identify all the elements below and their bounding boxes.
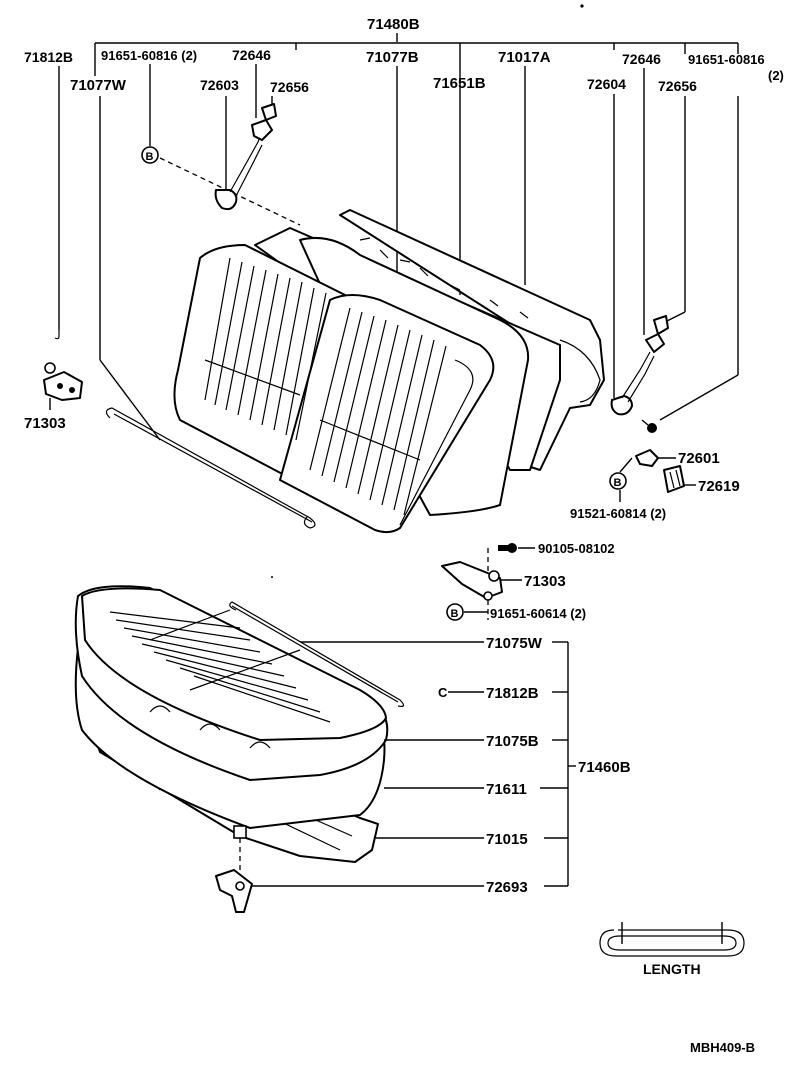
seat-back-assembly: [173, 209, 605, 534]
diagram-code: MBH409-B: [690, 1040, 755, 1055]
svg-text:B: B: [614, 477, 622, 489]
length-wire-icon: [599, 922, 745, 957]
label-91521-60814: 91521-60814 (2): [570, 506, 666, 521]
bracket-72693: [215, 869, 253, 913]
label-71077w: 71077W: [70, 77, 127, 94]
top-leaders: [58, 43, 739, 441]
marker-b-91521: B: [609, 472, 627, 490]
svg-text:B: B: [451, 608, 459, 620]
label-71480b: 71480B: [367, 16, 420, 33]
label-72656-left: 72656: [270, 79, 309, 95]
label-91651-60816-left: 91651-60816 (2): [101, 48, 197, 63]
marker-c: C: [438, 685, 448, 700]
seat-cushion-assembly: [74, 585, 389, 863]
marker-b-top-left: B: [141, 146, 159, 164]
label-72693: 72693: [486, 879, 528, 896]
label-71460b: 71460B: [578, 759, 631, 776]
label-72646-right: 72646: [622, 51, 661, 67]
label-71303-mid: 71303: [524, 573, 566, 590]
label-72604: 72604: [587, 76, 626, 92]
label-72601: 72601: [678, 450, 720, 467]
label-90105-08102: 90105-08102: [538, 541, 615, 556]
label-71075w: 71075W: [486, 635, 543, 652]
wire-71812b-bottom: [229, 601, 405, 707]
bracket-72619: [663, 465, 685, 493]
cushion-leaders: [252, 641, 576, 887]
leader-91521-up: [619, 457, 633, 473]
label-71017a: 71017A: [498, 49, 551, 66]
label-91651-60816-right-qty: (2): [768, 68, 784, 83]
bolt-72693-top: [233, 825, 247, 839]
bolt-90105-08102: [498, 543, 517, 553]
speck: [271, 576, 273, 578]
label-91651-60816-right: 91651-60816: [688, 52, 765, 67]
label-71812b-bottom: 71812B: [486, 685, 539, 702]
label-71075b: 71075B: [486, 733, 539, 750]
label-91651-60614: 91651-60614 (2): [490, 606, 586, 621]
speck: [580, 4, 584, 8]
hook-71812b-top: [54, 330, 60, 340]
clip-72656-right: [645, 315, 669, 353]
label-71611: 71611: [486, 781, 527, 798]
svg-text:C: C: [438, 685, 448, 700]
marker-b-91651-60614: B: [446, 603, 464, 621]
label-71812b-top: 71812B: [24, 49, 73, 65]
bolt-91651-60816-right: [641, 419, 657, 433]
clip-72656-left: [251, 103, 277, 141]
label-72603: 72603: [200, 77, 239, 93]
label-71303-left: 71303: [24, 415, 66, 432]
wire-71077w: [105, 407, 316, 529]
label-72619: 72619: [698, 478, 740, 495]
hook-72603: [214, 131, 263, 211]
wire-71812b-bottom-inner: [231, 605, 399, 703]
hook-72604: [610, 351, 655, 416]
hinge-71303-mid: [441, 561, 503, 601]
label-length: LENGTH: [643, 961, 701, 977]
svg-text:B: B: [146, 151, 154, 163]
hinge-71303-left: [43, 362, 83, 410]
label-72646-left: 72646: [232, 47, 271, 63]
bracket-72601: [635, 449, 659, 467]
label-71015: 71015: [486, 831, 528, 848]
label-71077b: 71077B: [366, 49, 419, 66]
wire-71077w-inner: [113, 413, 313, 523]
dashed-bolt-path-top: [159, 157, 301, 226]
label-72656-right: 72656: [658, 78, 697, 94]
